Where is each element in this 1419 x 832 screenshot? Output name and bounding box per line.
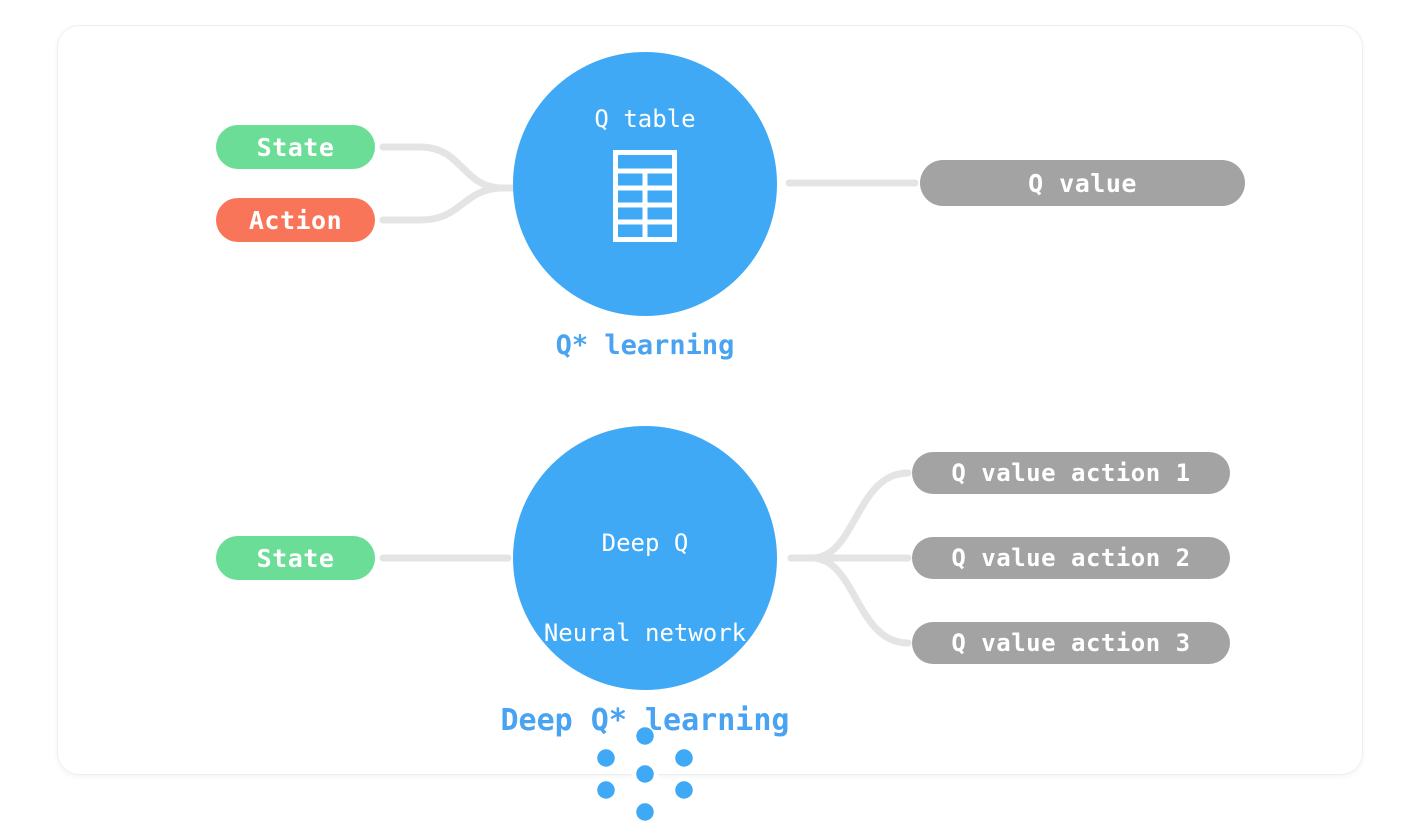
caption-deep-q-learning: Deep Q* learning bbox=[500, 703, 790, 738]
node-q-table-title: Q table bbox=[594, 105, 696, 133]
table-icon bbox=[613, 150, 677, 246]
output-pill-q-value-action-1[interactable]: Q value action 1 bbox=[912, 452, 1230, 494]
output-pill-q-value-action-2[interactable]: Q value action 2 bbox=[912, 537, 1230, 579]
output-pill-q-value-action-3[interactable]: Q value action 3 bbox=[912, 622, 1230, 664]
output-pill-q-value[interactable]: Q value bbox=[920, 160, 1245, 206]
node-deep-q-network-title: Deep Q Neural network bbox=[544, 468, 746, 708]
node-title-line-2: Neural network bbox=[543, 619, 747, 647]
caption-q-learning: Q* learning bbox=[555, 330, 735, 361]
diagram-canvas: State Action Q table Q value Q* learning… bbox=[57, 25, 1363, 826]
node-q-table[interactable]: Q table bbox=[513, 52, 777, 316]
node-title-line-1: Deep Q bbox=[601, 529, 689, 557]
input-pill-state-top[interactable]: State bbox=[216, 125, 375, 169]
input-pill-state-bottom[interactable]: State bbox=[216, 536, 375, 580]
input-pill-action[interactable]: Action bbox=[216, 198, 375, 242]
node-deep-q-network[interactable]: Deep Q Neural network bbox=[513, 426, 777, 826]
